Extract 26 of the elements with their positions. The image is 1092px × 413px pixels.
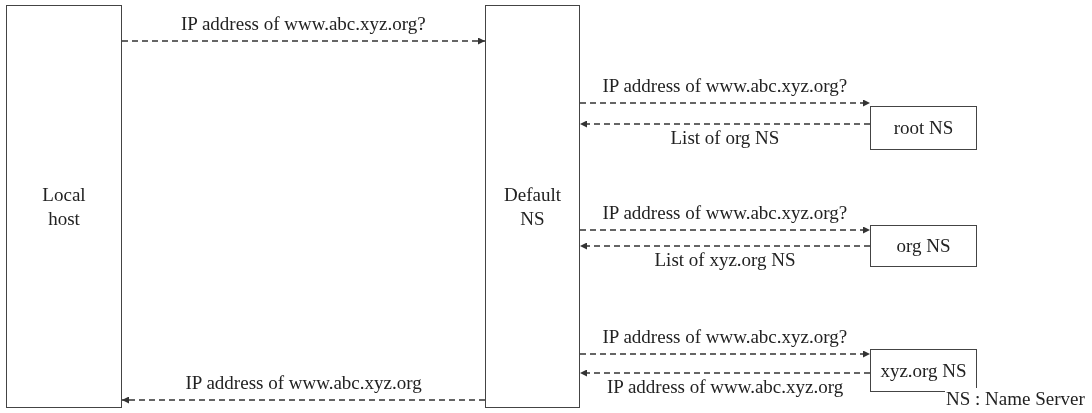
edge-label: IP address of www.abc.xyz.org? — [180, 13, 427, 36]
arrow — [579, 369, 871, 377]
arrow — [579, 242, 871, 250]
edge-label: IP address of www.abc.xyz.org? — [601, 75, 849, 98]
arrow — [121, 37, 486, 45]
arrow — [579, 350, 871, 358]
server-box — [870, 106, 977, 150]
edge-label: IP address of www.abc.xyz.org — [184, 372, 423, 395]
arrow — [121, 396, 486, 404]
server-box — [870, 349, 977, 392]
arrow — [579, 226, 871, 234]
node-label: xyz.org NS — [880, 358, 967, 383]
arrow — [579, 120, 871, 128]
edge-label: List of xyz.org NS — [653, 249, 797, 272]
edge-label: IP address of www.abc.xyz.org? — [601, 202, 849, 225]
node-label: Default NS — [503, 182, 562, 231]
host-box — [6, 5, 122, 408]
host-box — [485, 5, 580, 408]
node-label: org NS — [896, 234, 951, 258]
edge-label: IP address of www.abc.xyz.org — [606, 376, 845, 399]
node-label: Local host — [41, 182, 87, 231]
edge-label: List of org NS — [669, 127, 781, 150]
arrow — [579, 99, 871, 107]
edge-label: IP address of www.abc.xyz.org? — [601, 326, 849, 349]
node-label: root NS — [893, 116, 954, 140]
server-box — [870, 225, 977, 267]
